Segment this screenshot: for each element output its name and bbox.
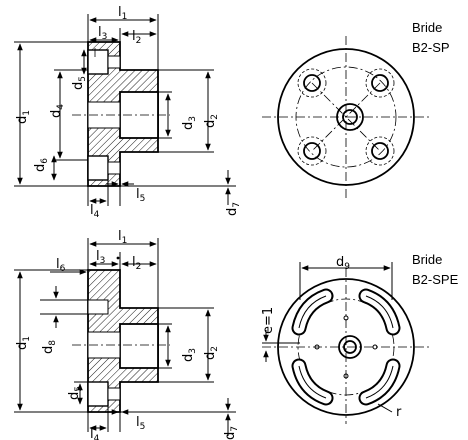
slot-lower-left [291, 358, 334, 406]
bottom-caption-line2: B2-SPE [412, 272, 459, 287]
svg-text:l3: l3 [98, 25, 107, 42]
top-plan-view: Bride B2-SP [262, 20, 450, 198]
slot-upper-left [291, 288, 334, 336]
top-screw-hole-lower [107, 161, 121, 175]
slot-upper-right [358, 288, 401, 336]
svg-text:l3: l3 [96, 249, 105, 266]
svg-text:d2: d2 [203, 346, 220, 360]
svg-text:d8: d8 [41, 340, 58, 354]
svg-text:l6: l6 [56, 257, 66, 274]
svg-text:d2: d2 [203, 114, 220, 128]
svg-text:d3: d3 [181, 348, 198, 362]
center-bore [338, 335, 362, 359]
top-counterbore-upper [87, 49, 109, 75]
mounting-hole [365, 68, 395, 98]
svg-text:l1: l1 [118, 229, 127, 246]
svg-text:l5: l5 [136, 187, 145, 204]
svg-text:l2: l2 [132, 255, 141, 272]
e1-label: e=1 [261, 307, 276, 334]
center-bore [336, 103, 364, 131]
bottom-section-view: l1 l3 l2 l6 d1 d8 d5 d3 d2 [14, 229, 240, 440]
svg-text:d4: d4 [49, 104, 66, 118]
bottom-counterbore [87, 381, 109, 407]
svg-text:d9: d9 [336, 255, 350, 272]
svg-text:d1: d1 [15, 110, 32, 124]
svg-text:d6: d6 [33, 158, 50, 172]
svg-text:d1: d1 [15, 336, 32, 350]
bottom-slot [87, 299, 109, 315]
svg-text:l4: l4 [90, 203, 100, 220]
bottom-caption-line1: Bride [412, 252, 442, 267]
svg-text:l5: l5 [136, 415, 145, 432]
svg-text:d7: d7 [223, 426, 240, 440]
top-caption-line1: Bride [412, 20, 442, 35]
bottom-screw-hole [107, 387, 121, 401]
top-section-view: l1 l3 l2 d1 d4 d5 d6 d3 d2 [14, 5, 242, 220]
svg-text:d3: d3 [181, 116, 198, 130]
top-caption-line2: B2-SP [412, 40, 450, 55]
svg-text:l4: l4 [90, 427, 100, 440]
mounting-hole [365, 136, 395, 166]
svg-text:d7: d7 [225, 202, 242, 216]
r-label: r [396, 405, 402, 420]
mounting-hole [297, 136, 327, 166]
svg-text:l2: l2 [132, 29, 141, 46]
svg-text:d5: d5 [67, 386, 84, 400]
bottom-plan-view: d9 e=1 r Bride B2-SPE [261, 252, 459, 424]
bottom-bore [119, 323, 159, 369]
svg-text:d5: d5 [71, 76, 88, 90]
top-counterbore-lower [87, 155, 109, 181]
svg-text:l1: l1 [118, 5, 127, 22]
mounting-hole [297, 68, 327, 98]
slot-lower-right [358, 358, 401, 406]
top-screw-hole-upper [107, 55, 121, 69]
